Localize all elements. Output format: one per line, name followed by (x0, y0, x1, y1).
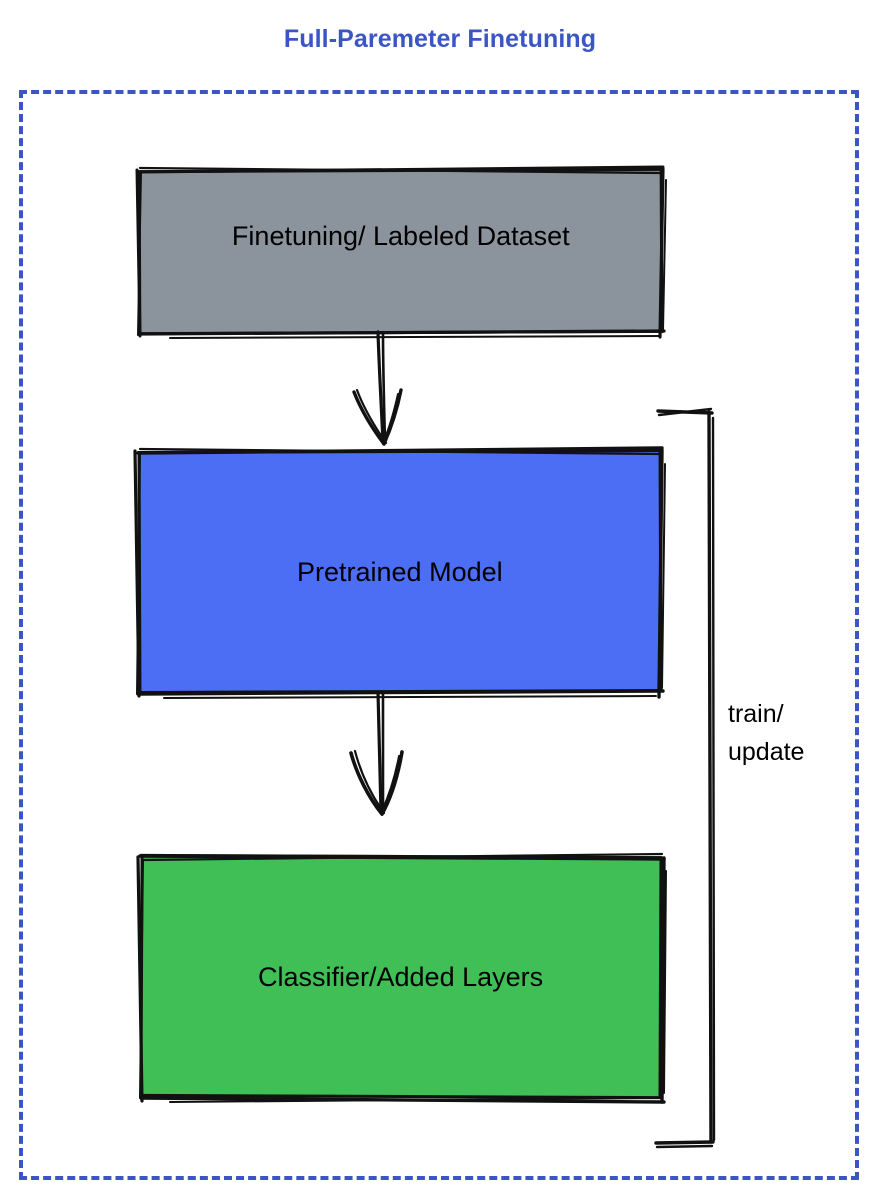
arrow-dataset-to-pretrained-icon (352, 330, 403, 446)
arrow-pretrained-to-classifier-icon (349, 690, 404, 816)
feedback-loop-label-line1: train/ (728, 700, 784, 728)
feedback-loop-bracket-icon (654, 407, 716, 1149)
page-title: Full-Paremeter Finetuning (283, 25, 597, 53)
feedback-loop-label-line2: update (728, 738, 805, 766)
node-label-classifier: Classifier/Added Layers (258, 961, 544, 992)
node-classifier-added-layers[interactable]: Classifier/Added Layers (139, 853, 663, 1100)
node-label-dataset: Finetuning/ Labeled Dataset (231, 221, 570, 252)
node-finetuning-labeled-dataset[interactable]: Finetuning/ Labeled Dataset (137, 167, 664, 336)
node-label-pretrained-model: Pretrained Model (297, 556, 503, 587)
node-pretrained-model[interactable]: Pretrained Model (137, 448, 663, 695)
feedback-loop-label: train/ update (728, 695, 848, 771)
diagram-frame-border (19, 90, 859, 1180)
